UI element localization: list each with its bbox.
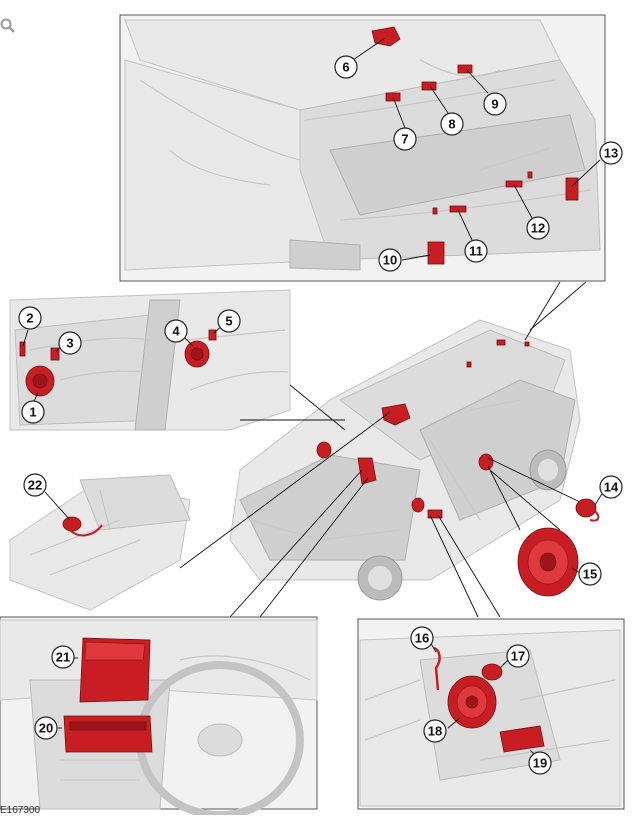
callout-19: 19 (528, 751, 552, 775)
svg-text:4: 4 (172, 324, 180, 339)
component-2 (19, 341, 26, 357)
rear-view-panel (119, 14, 606, 282)
svg-text:13: 13 (604, 146, 618, 161)
magnifier-icon[interactable] (0, 18, 16, 34)
component-13 (565, 177, 579, 201)
callout-15: 15 (578, 562, 602, 586)
component-22 (62, 516, 82, 532)
callout-13: 13 (599, 141, 623, 165)
svg-text:3: 3 (66, 336, 73, 351)
document-reference: E167300 (0, 805, 41, 816)
svg-text:15: 15 (583, 567, 597, 582)
callout-7: 7 (393, 127, 417, 151)
vehicle-overview (179, 281, 587, 618)
svg-text:12: 12 (531, 221, 545, 236)
svg-text:5: 5 (225, 314, 232, 329)
vehicle-component-dash (357, 457, 377, 485)
vehicle-component-door (316, 441, 332, 459)
component-12 (505, 180, 523, 188)
callout-16: 16 (410, 626, 434, 650)
door-trim-view (357, 618, 625, 810)
callout-20: 20 (34, 716, 58, 740)
svg-text:16: 16 (415, 631, 429, 646)
vehicle-component-roof (381, 403, 411, 426)
component-11b (432, 207, 438, 215)
component-3 (50, 347, 60, 361)
svg-text:7: 7 (401, 132, 408, 147)
callout-2: 2 (18, 306, 42, 330)
callout-10: 10 (378, 248, 402, 272)
speaker-detail (517, 491, 604, 597)
svg-text:18: 18 (428, 724, 442, 739)
door-interior-view (9, 289, 291, 431)
component-12b (527, 171, 533, 179)
component-14 (575, 498, 597, 518)
component-6 (371, 26, 401, 47)
component-19 (499, 725, 545, 753)
svg-text:22: 22 (28, 478, 42, 493)
callout-6: 6 (334, 55, 358, 79)
svg-text:17: 17 (511, 649, 525, 664)
callout-3: 3 (58, 331, 82, 355)
callout-18: 18 (423, 719, 447, 743)
component-9 (457, 64, 473, 74)
component-20 (63, 715, 153, 753)
component-16 (433, 646, 441, 691)
dashboard-view (0, 616, 318, 815)
callout-8: 8 (440, 112, 464, 136)
callout-12: 12 (526, 216, 550, 240)
callout-9: 9 (483, 92, 507, 116)
svg-text:14: 14 (604, 480, 619, 495)
svg-text:21: 21 (56, 650, 70, 665)
svg-text:1: 1 (29, 405, 36, 420)
svg-text:20: 20 (39, 721, 53, 736)
component-11 (449, 205, 467, 213)
callout-5: 5 (217, 309, 241, 333)
callout-21: 21 (51, 645, 75, 669)
callout-11: 11 (464, 239, 488, 263)
svg-text:8: 8 (448, 117, 455, 132)
component-8 (421, 81, 437, 91)
callout-4: 4 (164, 319, 188, 343)
svg-text:11: 11 (469, 244, 483, 259)
svg-text:19: 19 (533, 756, 547, 771)
callout-17: 17 (506, 644, 530, 668)
callout-14: 14 (599, 475, 623, 499)
callout-1: 1 (21, 400, 45, 424)
component-5 (208, 329, 217, 341)
callout-22: 22 (23, 473, 47, 497)
svg-text:6: 6 (342, 60, 349, 75)
component-17 (481, 663, 503, 681)
overhead-console-view (9, 474, 191, 611)
svg-text:9: 9 (491, 97, 498, 112)
svg-text:10: 10 (383, 253, 397, 268)
svg-text:2: 2 (26, 311, 33, 326)
component-10 (427, 241, 445, 265)
